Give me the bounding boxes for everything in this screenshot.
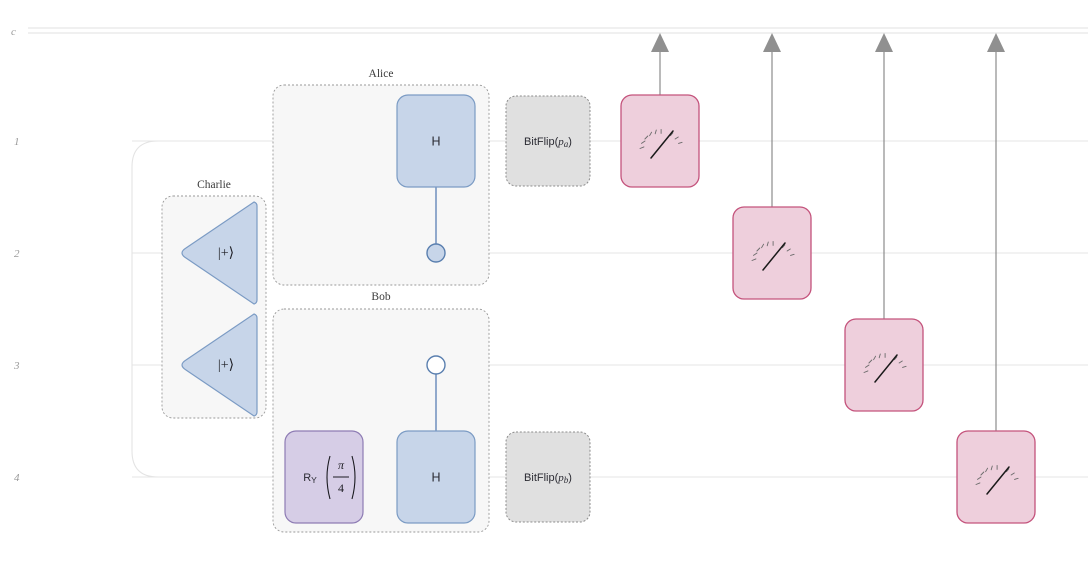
bitflip-text-a: BitFlip(: [524, 136, 559, 148]
ry-denominator: 4: [338, 481, 344, 495]
wire-label-1: 1: [14, 136, 20, 148]
state-prep-label-wire3: |+⟩: [218, 358, 234, 373]
bitflip-subscript-a: a: [564, 139, 569, 149]
wire-bridge-left: [131, 140, 268, 478]
hadamard-box-wire4[interactable]: [396, 430, 476, 524]
ry-subscript: Y: [311, 475, 317, 485]
bitflip-close-b: ): [568, 472, 572, 484]
measurement-gate-wire3[interactable]: [844, 318, 924, 412]
bitflip-subscript-b: b: [564, 475, 569, 485]
state-prep-triangle-wire2[interactable]: [181, 201, 258, 305]
charlie-group-label: Charlie: [197, 179, 231, 191]
measure-arrow-wire2: [763, 33, 781, 207]
meter-icon-wire1: [639, 129, 683, 159]
meter-icon-wire2: [751, 241, 795, 271]
wire-label-2: 2: [14, 248, 20, 260]
hadamard-label-wire1: H: [431, 134, 440, 148]
bitflip-param-b: p: [557, 472, 564, 484]
bitflip-text-b: BitFlip(: [524, 472, 559, 484]
bitflip-box-wire4[interactable]: [505, 431, 591, 523]
measurement-gate-wire2[interactable]: [732, 206, 812, 300]
classical-wire-c: [28, 27, 1088, 34]
measure-box-wire3[interactable]: [844, 318, 924, 412]
measure-arrow-wire1: [651, 33, 669, 95]
ry-box-wire4[interactable]: [284, 430, 364, 524]
bitflip-channel-wire4[interactable]: BitFlip(pb): [505, 431, 591, 523]
wire-label-3: 3: [13, 360, 20, 372]
hadamard-label-wire4: H: [431, 470, 440, 484]
measure-arrow-wire3: [875, 33, 893, 319]
wire-label-group: c 1 2 3 4: [11, 26, 20, 484]
wire-label-4: 4: [14, 472, 20, 484]
measurement-arrow-layer: [651, 33, 1005, 431]
meter-icon-wire4: [975, 465, 1019, 495]
hadamard-box-wire1[interactable]: [396, 94, 476, 188]
hadamard-gate-wire4[interactable]: H: [396, 430, 476, 524]
state-prep-plus-wire2[interactable]: |+⟩: [181, 201, 258, 305]
meter-icon-wire3: [863, 353, 907, 383]
bitflip-channel-wire1[interactable]: BitFlip(pa): [505, 95, 591, 187]
bitflip-param-a: p: [557, 136, 564, 148]
alice-group-label: Alice: [369, 68, 394, 80]
control-layer: [426, 187, 446, 431]
ry-paren-left: [326, 455, 331, 500]
wire-label-c: c: [11, 26, 16, 38]
measure-box-wire2[interactable]: [732, 206, 812, 300]
measurement-gate-wire1[interactable]: [620, 94, 700, 188]
state-prep-triangle-wire3[interactable]: [181, 313, 258, 417]
state-prep-plus-wire3[interactable]: |+⟩: [181, 313, 258, 417]
measure-box-wire4[interactable]: [956, 430, 1036, 524]
bitflip-label-wire4: BitFlip(pb): [524, 472, 572, 486]
control-dot-open-wire3[interactable]: [426, 355, 446, 375]
ry-numerator: π: [338, 458, 345, 472]
hadamard-gate-wire1[interactable]: H: [396, 94, 476, 188]
ry-paren-right: [351, 455, 356, 500]
ry-label-base: RY: [303, 472, 317, 485]
ry-rotation-gate-wire4[interactable]: RY π 4: [284, 430, 364, 524]
bitflip-box-wire1[interactable]: [505, 95, 591, 187]
measure-box-wire1[interactable]: [620, 94, 700, 188]
ry-letter: R: [303, 472, 311, 484]
state-prep-label-wire2: |+⟩: [218, 246, 234, 261]
measurement-gate-wire4[interactable]: [956, 430, 1036, 524]
bitflip-label-wire1: BitFlip(pa): [524, 136, 572, 150]
measure-arrow-wire4: [987, 33, 1005, 431]
bitflip-close-a: ): [568, 136, 572, 148]
bob-group-label: Bob: [371, 291, 390, 303]
control-dot-filled-wire2[interactable]: [426, 243, 446, 263]
